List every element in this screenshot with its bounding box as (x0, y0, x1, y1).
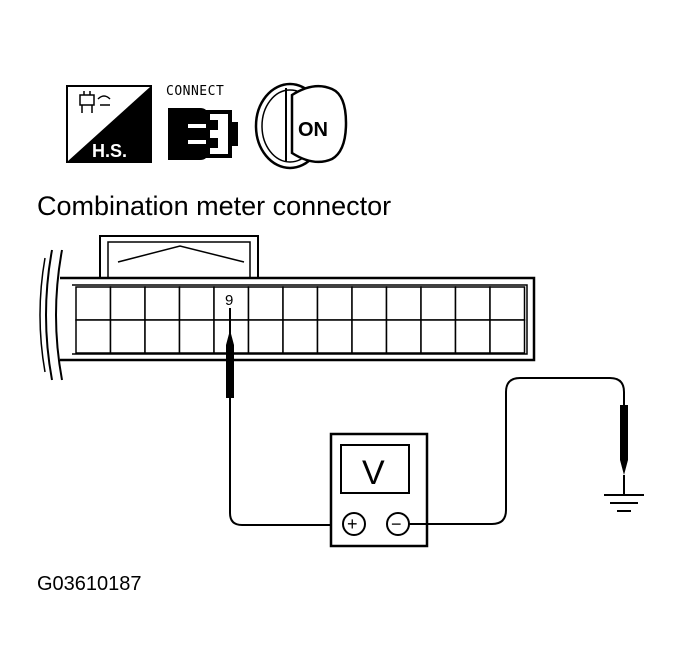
connector-pin-cavity (316, 319, 353, 354)
connector-pin-cavity (489, 319, 526, 354)
connector-pin-cavity (144, 286, 181, 321)
connector-pin-cavity (489, 286, 526, 321)
hs-label: H.S. (92, 141, 127, 161)
connector-pin-cavity (178, 286, 215, 321)
positive-probe (226, 308, 340, 526)
ignition-on-icon: ON (254, 82, 348, 170)
connector-pin-cavity (75, 286, 112, 321)
ground-symbol (604, 494, 644, 512)
connector-pin-cavity (282, 286, 319, 321)
connector-pin-cavity (351, 286, 388, 321)
connector-pin-cavity (247, 286, 284, 321)
voltmeter: V + − (329, 432, 429, 548)
harness-inspection-icon: H.S. (66, 85, 152, 163)
connector-pin-cavity (316, 286, 353, 321)
positive-terminal-label: + (347, 514, 358, 534)
voltmeter-display: V (362, 454, 385, 492)
ignition-on-label: ON (298, 119, 328, 141)
positive-terminal (342, 512, 366, 536)
connector-pin-cavity (420, 319, 457, 354)
negative-terminal-label: − (391, 514, 402, 534)
connector-pin-cavity (247, 319, 284, 354)
connector-pin-cavity (454, 319, 491, 354)
connector-pin-cavity (75, 319, 112, 354)
connector-pin-cavity (420, 286, 457, 321)
connector-pin-grid (75, 286, 526, 354)
figure-code: G03610187 (37, 573, 142, 595)
negative-probe (409, 377, 628, 525)
connect-icon: CONNECT (166, 84, 238, 160)
connector-pin-cavity (351, 319, 388, 354)
diagram-title: Combination meter connector (37, 191, 391, 221)
connect-label: CONNECT (166, 84, 224, 99)
connector-body (39, 235, 536, 381)
connector-pin-cavity (178, 319, 215, 354)
connector-pin-cavity (385, 286, 422, 321)
connector-pin-cavity (282, 319, 319, 354)
pin-9-label: 9 (225, 292, 233, 309)
connector-pin-cavity (109, 319, 146, 354)
connector-pin-cavity (144, 319, 181, 354)
connector-pin-cavity (454, 286, 491, 321)
connector-pin-cavity (385, 319, 422, 354)
connector-pin-cavity (109, 286, 146, 321)
